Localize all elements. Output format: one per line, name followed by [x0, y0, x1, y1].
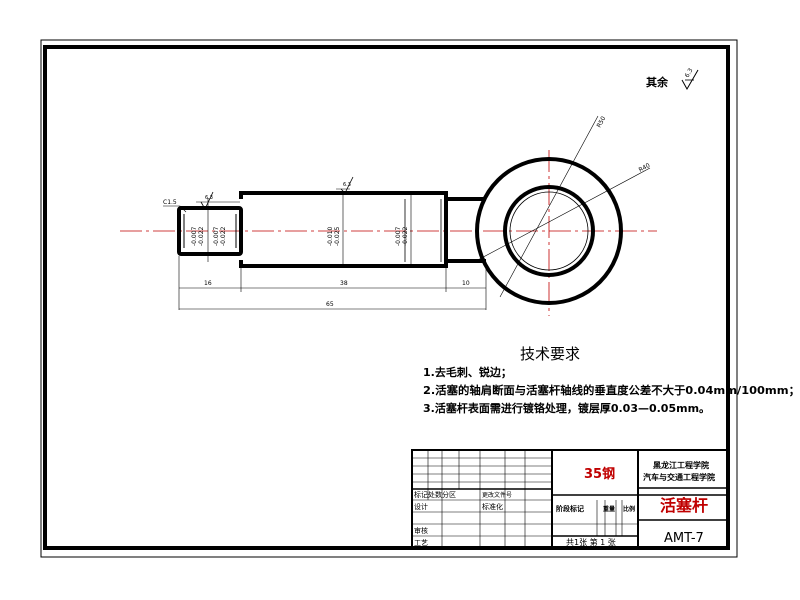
tb-row-mark: 标记处数分区 [414, 490, 456, 499]
dim-dia-small-c: -0.007 [213, 226, 220, 246]
dim-dia-big-b: -0.022 [402, 226, 409, 246]
tb-drawing-no: AMT-7 [664, 531, 704, 546]
tb-scale-label: 比例 [623, 505, 635, 513]
tb-material: 35钢 [584, 466, 615, 482]
tb-school-1: 黑龙江工程学院 [653, 460, 709, 470]
tb-stage-label: 阶段标记 [556, 504, 584, 513]
dim-chamfer: C1.5 [163, 199, 177, 206]
tb-part-name: 活塞杆 [660, 496, 708, 515]
tb-weight-label: 重量 [603, 505, 615, 513]
tb-row-file: 更改文件号 [482, 491, 512, 499]
sheet-outer-border [40, 39, 738, 558]
tb-row-process: 工艺 [414, 539, 428, 547]
shaft-small-end [177, 206, 243, 256]
shaft-neck [446, 197, 486, 263]
roughness-value: 6.3 [684, 67, 695, 79]
dim-10: 10 [462, 280, 470, 287]
ra-left: 6.3 [205, 195, 213, 201]
dim-dia-small-d: -0.022 [220, 226, 227, 246]
ra-mid: 6.3 [343, 182, 351, 188]
roughness-symbol-icon [681, 69, 699, 91]
tech-req-title: 技术要求 [520, 345, 580, 363]
shaft-main-body [239, 191, 448, 268]
roughness-left-icon [196, 191, 240, 210]
tb-sheet-info: 共1张 第 1 张 [566, 537, 616, 547]
tech-req-item-3: 3.活塞杆表面需进行镀铬处理，镀层厚0.03—0.05mm。 [423, 401, 710, 415]
dim-r-outer: R50 [596, 115, 608, 129]
tech-req-item-2: 2.活塞的轴肩断面与活塞杆轴线的垂直度公差不大于0.04mm/100mm； [423, 383, 800, 397]
dim-dia-big: -0.007 [395, 226, 402, 246]
roughness-mid-icon [336, 176, 354, 194]
dim-dia-small-b: -0.022 [198, 226, 205, 246]
dim-38: 38 [340, 280, 348, 287]
tb-row-standard: 标准化 [482, 502, 503, 511]
sheet-inner-border [43, 45, 730, 550]
tb-row-design: 设计 [414, 502, 428, 511]
roughness-label: 其余 [646, 75, 669, 89]
tb-row-audit: 审核 [414, 526, 428, 535]
title-block [411, 449, 728, 549]
dim-dia-mid-a: -0.010 [327, 226, 334, 246]
eye-end [473, 115, 651, 305]
dim-dia-small: -0.007 [191, 226, 198, 246]
dim-r-inner: R40 [638, 162, 652, 174]
dim-16: 16 [204, 280, 212, 287]
tech-req-item-1: 1.去毛刺、锐边； [423, 365, 512, 379]
dim-dia-mid-b: -0.025 [334, 226, 341, 246]
dim-65: 65 [326, 301, 334, 308]
tb-school-2: 汽车与交通工程学院 [643, 472, 715, 482]
dimension-lines [178, 256, 487, 310]
